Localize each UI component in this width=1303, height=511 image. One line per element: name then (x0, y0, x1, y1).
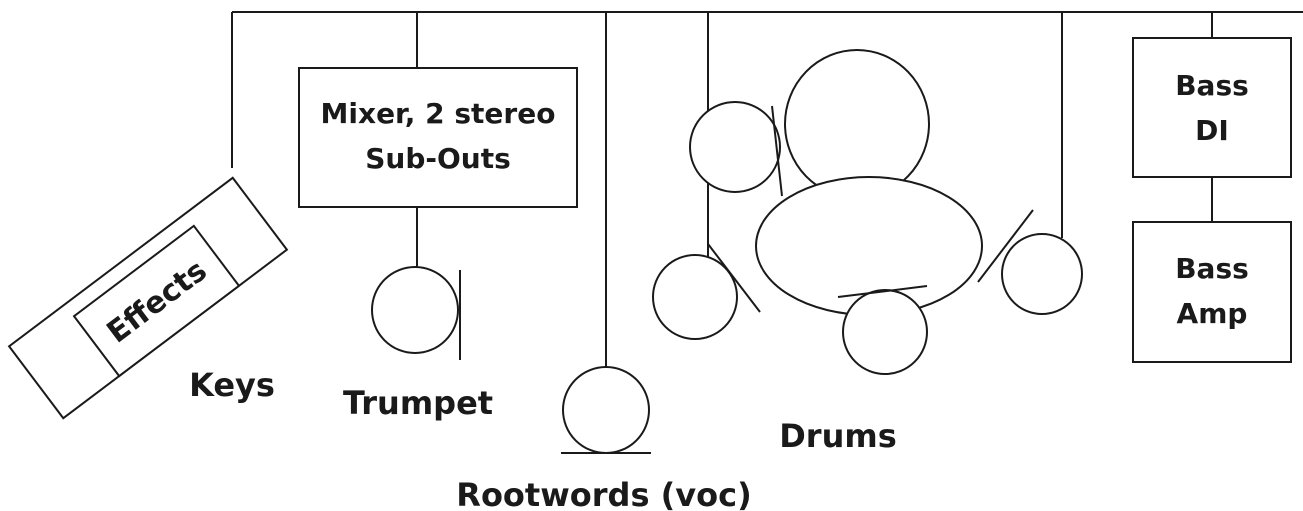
mixer-label-line2: Sub-Outs (365, 142, 511, 175)
bass-amp-box (1132, 221, 1292, 363)
mixer-box (298, 67, 578, 208)
bass-di-box (1132, 37, 1292, 178)
drum-hihat-cymbal (707, 243, 761, 313)
bass-di-label-line1: Bass (1175, 69, 1249, 102)
vocal-mic-icon (562, 366, 650, 454)
drums-label: Drums (779, 417, 897, 455)
drum-ride-icon (1001, 233, 1083, 315)
bass-di-label-line2: DI (1195, 114, 1229, 147)
keys-label: Keys (189, 366, 275, 404)
drum-rack-tom-icon (689, 101, 781, 193)
trumpet-mic-icon (371, 266, 459, 354)
drum-hihat-icon (652, 254, 738, 340)
rootwords-label: Rootwords (voc) (456, 476, 751, 511)
effects-unit-box (72, 224, 241, 378)
trumpet-label: Trumpet (343, 384, 493, 422)
drum-floor-tom-icon (784, 49, 930, 199)
bass-amp-label-line1: Bass (1175, 252, 1249, 285)
drum-snare-icon (842, 289, 928, 375)
bass-amp-label-line2: Amp (1177, 297, 1248, 330)
mixer-label-line1: Mixer, 2 stereo (321, 97, 556, 130)
drum-rack-tom-cymbal (771, 105, 783, 197)
drum-ride-cymbal (977, 209, 1034, 283)
drum-snare-line (837, 285, 928, 298)
